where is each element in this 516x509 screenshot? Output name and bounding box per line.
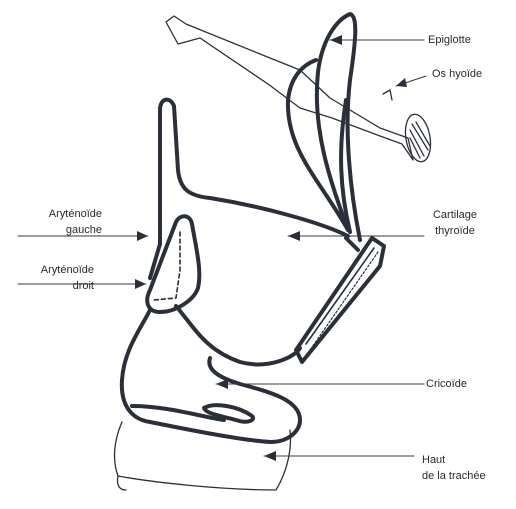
label-arytenoide-gauche: Aryténoïde gauche <box>0 206 102 238</box>
label-haut-trachee-line1: Haut <box>422 452 486 468</box>
thyroid-cartilage <box>296 238 384 362</box>
label-cricoide-text: Cricoïde <box>426 376 467 392</box>
label-haut-trachee-line2: de la trachée <box>422 468 486 484</box>
label-arytenoide-gauche-line1: Aryténoïde <box>0 206 102 222</box>
label-epiglotte-text: Epiglotte <box>428 32 471 48</box>
label-os-hyoide-text: Os hyoïde <box>432 66 482 82</box>
label-cartilage-thyroide-line2: thyroïde <box>425 223 485 239</box>
label-os-hyoide: Os hyoïde <box>432 66 482 82</box>
epiglottis <box>288 14 360 240</box>
label-arytenoide-droit-line1: Aryténoïde <box>0 262 94 278</box>
label-arytenoide-droit: Aryténoïde droit <box>0 262 94 294</box>
label-cartilage-thyroide-line1: Cartilage <box>425 207 485 223</box>
label-cricoide: Cricoïde <box>426 376 467 392</box>
hyoid-bone <box>166 16 434 164</box>
label-cartilage-thyroide: Cartilage thyroïde <box>425 207 485 239</box>
label-haut-trachee: Haut de la trachée <box>422 452 486 484</box>
label-epiglotte: Epiglotte <box>428 32 471 48</box>
cricoid-cartilage <box>122 306 300 442</box>
label-arytenoide-droit-line2: droit <box>0 278 94 294</box>
label-arytenoide-gauche-line2: gauche <box>0 222 102 238</box>
